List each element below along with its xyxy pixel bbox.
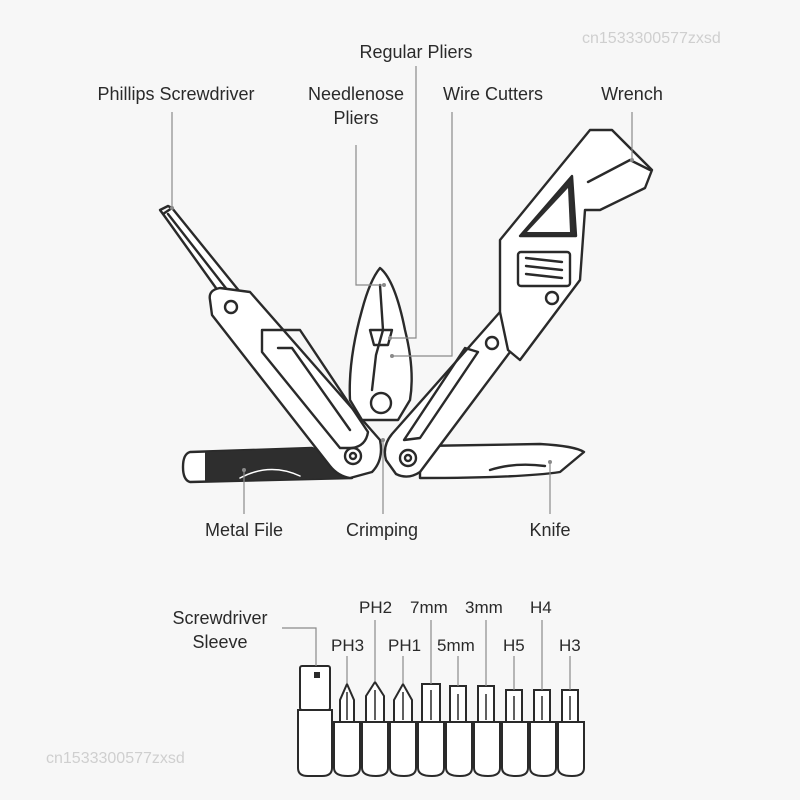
label-sleeve-line1: Screwdriver bbox=[172, 608, 268, 628]
watermark-top: cn1533300577zxsd bbox=[582, 30, 721, 47]
bit-set bbox=[297, 665, 585, 778]
left-handle bbox=[208, 286, 383, 480]
bit-label-7mm: 7mm bbox=[410, 598, 448, 617]
knife bbox=[418, 442, 586, 480]
pliers-jaws bbox=[348, 266, 413, 422]
label-needlenose-line2: Pliers bbox=[333, 108, 379, 128]
bit-label-ph3: PH3 bbox=[331, 636, 365, 655]
bit-label-ph1: PH1 bbox=[388, 636, 422, 655]
label-knife: Knife bbox=[529, 520, 571, 540]
bit-label-5mm: 5mm bbox=[437, 636, 475, 655]
label-wire-cutters: Wire Cutters bbox=[442, 84, 543, 104]
label-metal-file: Metal File bbox=[204, 520, 284, 540]
label-regular-pliers: Regular Pliers bbox=[359, 42, 473, 62]
label-needlenose-line1: Needlenose bbox=[307, 84, 405, 104]
bit-label-h4: H4 bbox=[530, 598, 552, 617]
label-sleeve-line2: Sleeve bbox=[192, 632, 248, 652]
bit-label-ph2: PH2 bbox=[359, 598, 393, 617]
screwdriver-sleeve bbox=[297, 665, 333, 777]
bit-label-3mm: 3mm bbox=[465, 598, 503, 617]
bit-label-h5: H5 bbox=[503, 636, 525, 655]
label-phillips-screwdriver: Phillips Screwdriver bbox=[97, 84, 255, 104]
phillips-screwdriver bbox=[158, 204, 242, 304]
wrench bbox=[498, 128, 654, 362]
watermark-bottom: cn1533300577zxsd bbox=[46, 750, 185, 767]
label-crimping: Crimping bbox=[345, 520, 419, 540]
metal-file bbox=[181, 446, 354, 484]
label-wrench: Wrench bbox=[601, 84, 663, 104]
bit-label-h3: H3 bbox=[559, 636, 581, 655]
